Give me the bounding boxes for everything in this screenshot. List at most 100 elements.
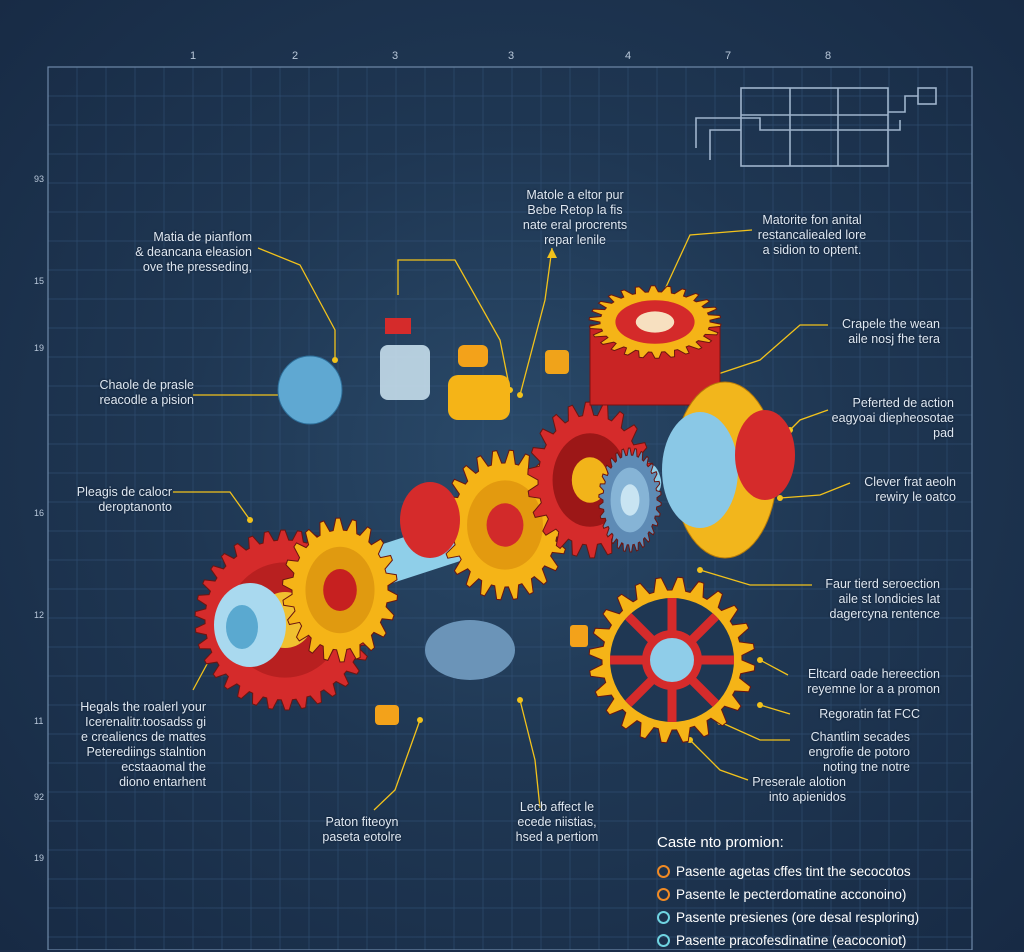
column-number: 7 (725, 50, 732, 62)
legend-item-label: Pasente presienes (ore desal resploring) (676, 910, 920, 925)
knob-orange-bottom (375, 705, 399, 725)
row-number: 11 (34, 716, 44, 726)
gear-yellow-center-hub (486, 503, 524, 547)
knob-orange-mid (545, 350, 569, 374)
callout-line: Clever frat aeoln (864, 475, 956, 489)
callout-line: Eltcard oade hereection (807, 667, 940, 681)
callout-line: aile st londicies lat (838, 592, 940, 606)
callout-line: pad (933, 426, 954, 440)
gear-blue-spool-hub (620, 484, 640, 516)
callout-line: ecstaaomal the (121, 760, 206, 774)
gear-assembly-illustration (194, 285, 795, 744)
callout-line: Peferted de action (852, 396, 954, 410)
callout-line: noting tne notre (823, 760, 910, 774)
legend-item-label: Pasente pracofesdinatine (eacoconiot) (676, 933, 907, 948)
callout-line: Hegals the roalerl your (80, 700, 206, 714)
callout-line: engrofie de potoro (808, 745, 910, 759)
legend-circle-icon (657, 865, 670, 878)
callout-line: dagercyna rentence (829, 607, 941, 621)
callout-line: deroptanonto (98, 500, 172, 514)
gear-top-right-yellow-hub (635, 311, 675, 333)
gear-yellow-left-hub (323, 569, 357, 611)
gear-red-center-hub (571, 457, 609, 503)
schematic-sketch (695, 87, 937, 167)
disc-blue-right (662, 412, 738, 528)
row-number: 93 (34, 174, 45, 184)
callout-line: e crealiencs de mattes (80, 730, 206, 744)
column-number: 3 (392, 50, 399, 62)
callout-line: Matole a eltor pur (526, 188, 624, 202)
callout-line: Chaole de prasle (99, 378, 194, 392)
callout-line: Matorite fon anital (762, 213, 862, 227)
legend-item: Pasente le pecterdomatine acconoino) (657, 883, 1017, 906)
callout-line: & deancana eleasion (135, 245, 252, 259)
column-number: 2 (292, 50, 299, 62)
hub-lower-right-blue (650, 638, 694, 682)
legend-item: Pasente presienes (ore desal resploring) (657, 906, 1017, 929)
legend-circle-icon (657, 888, 670, 901)
legend-circle-icon (657, 911, 670, 924)
legend-title: Caste nto promion: (657, 834, 784, 851)
row-number: 12 (34, 610, 45, 620)
callout-line: Preserale alotion (752, 775, 846, 789)
callout-line: hsed a pertiom (515, 830, 599, 844)
column-number: 4 (625, 50, 632, 62)
row-number: 92 (34, 792, 45, 802)
knob-orange-top (458, 345, 488, 367)
callout-line: Paton fiteoyn (325, 815, 399, 829)
legend-panel: Caste nto promion: Pasente agetas cffes … (657, 834, 1017, 952)
grid-frame (47, 66, 973, 950)
callout-line: ove the presseding, (142, 260, 252, 274)
callout-line: Peterediings stalntion (86, 745, 206, 759)
column-number: 3 (508, 50, 515, 62)
leader-lines (173, 229, 851, 811)
legend-circle-icon (657, 934, 670, 947)
callout-line: diono entarhent (119, 775, 206, 789)
housing-yellow-top (448, 375, 510, 420)
callout-line: ecede niistias, (517, 815, 597, 829)
callout-line: into apienidos (768, 790, 846, 804)
callout-line: a sidion to optent. (762, 243, 862, 257)
cap-red-top (385, 318, 411, 334)
callout-line: aile nosj fhe tera (848, 332, 940, 346)
callout-line: paseta eotolre (322, 830, 402, 844)
row-number: 15 (34, 276, 45, 286)
column-number: 8 (825, 50, 832, 62)
legend-item-label: Pasente le pecterdomatine acconoino) (676, 887, 907, 902)
callout-line: Chantlim secades (810, 730, 910, 744)
callout-line: eagyoai diepheosotae (831, 411, 954, 425)
hub-left-bore (226, 605, 258, 649)
callout-line: Icerenalitr.toosadss gi (85, 715, 206, 729)
legend-item-label: Pasente agetas cffes tint the secocotos (676, 864, 911, 879)
callout-line: Crapele the wean (842, 317, 940, 331)
knob-orange-bottom-right (570, 625, 588, 647)
legend-item: Pasente agetas cffes tint the secocotos (657, 860, 1017, 883)
row-number: 16 (34, 508, 45, 518)
callout-line: Faur tierd seroection (825, 577, 940, 591)
callout-line: Regoratin fat FCC (819, 707, 920, 721)
callout-right-6: Regoratin fat FCC (780, 707, 920, 722)
collar-red-mid (400, 482, 460, 558)
callout-line: Bebe Retop la fis (527, 203, 623, 217)
callout-line: restancaliealed lore (757, 228, 867, 242)
callout-line: Lecb affect le (519, 800, 595, 814)
callout-line: reacodle a pision (99, 393, 194, 407)
row-number: 19 (34, 853, 45, 863)
glass-cylinder (380, 345, 430, 400)
column-number: 1 (190, 50, 197, 62)
